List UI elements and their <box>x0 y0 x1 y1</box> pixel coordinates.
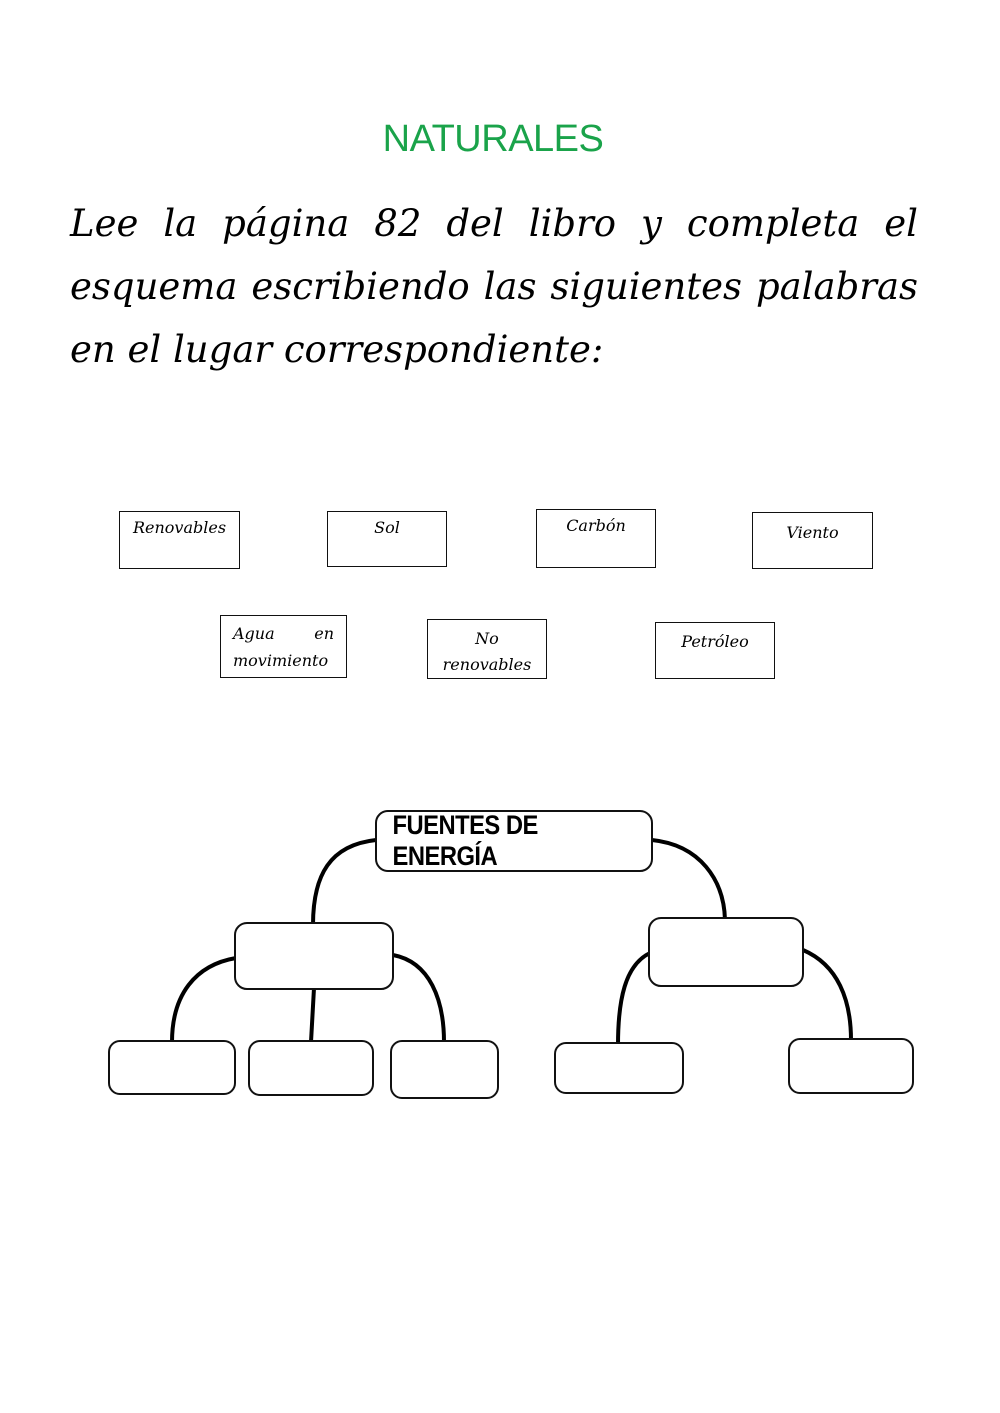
level1-box-left <box>234 922 394 990</box>
leaf-box-1 <box>108 1040 236 1095</box>
connector-left-a <box>170 956 238 1044</box>
instructions-text: Lee la página 82 del libro y completa el… <box>70 202 918 371</box>
word-card-sol[interactable]: Sol <box>327 511 447 567</box>
connector-right-a <box>616 951 652 1047</box>
connector-right-b <box>801 948 853 1042</box>
connector-root-right <box>650 838 727 922</box>
root-box <box>375 810 653 872</box>
leaf-box-3 <box>390 1040 499 1099</box>
level1-box-right <box>648 917 804 987</box>
word-card-petroleo[interactable]: Petróleo <box>655 622 775 679</box>
connector-left-b <box>309 986 316 1044</box>
scheme-root-label: FUENTES DE ENERGÍA <box>392 810 539 871</box>
leaf-box-5 <box>788 1038 914 1094</box>
word-card-viento[interactable]: Viento <box>752 512 873 569</box>
word-card-renovables[interactable]: Renovables <box>119 511 240 569</box>
word-card-no-renovables[interactable]: No renovables <box>427 619 547 679</box>
leaf-box-4 <box>554 1042 684 1094</box>
word-card-carbon[interactable]: Carbón <box>536 509 656 568</box>
connector-left-c <box>391 953 446 1044</box>
leaf-box-2 <box>248 1040 374 1096</box>
word-card-agua-en-movimiento[interactable]: Agua en movimiento <box>220 615 347 678</box>
connector-root-left <box>311 838 378 927</box>
page-title: NATURALES <box>382 118 604 160</box>
